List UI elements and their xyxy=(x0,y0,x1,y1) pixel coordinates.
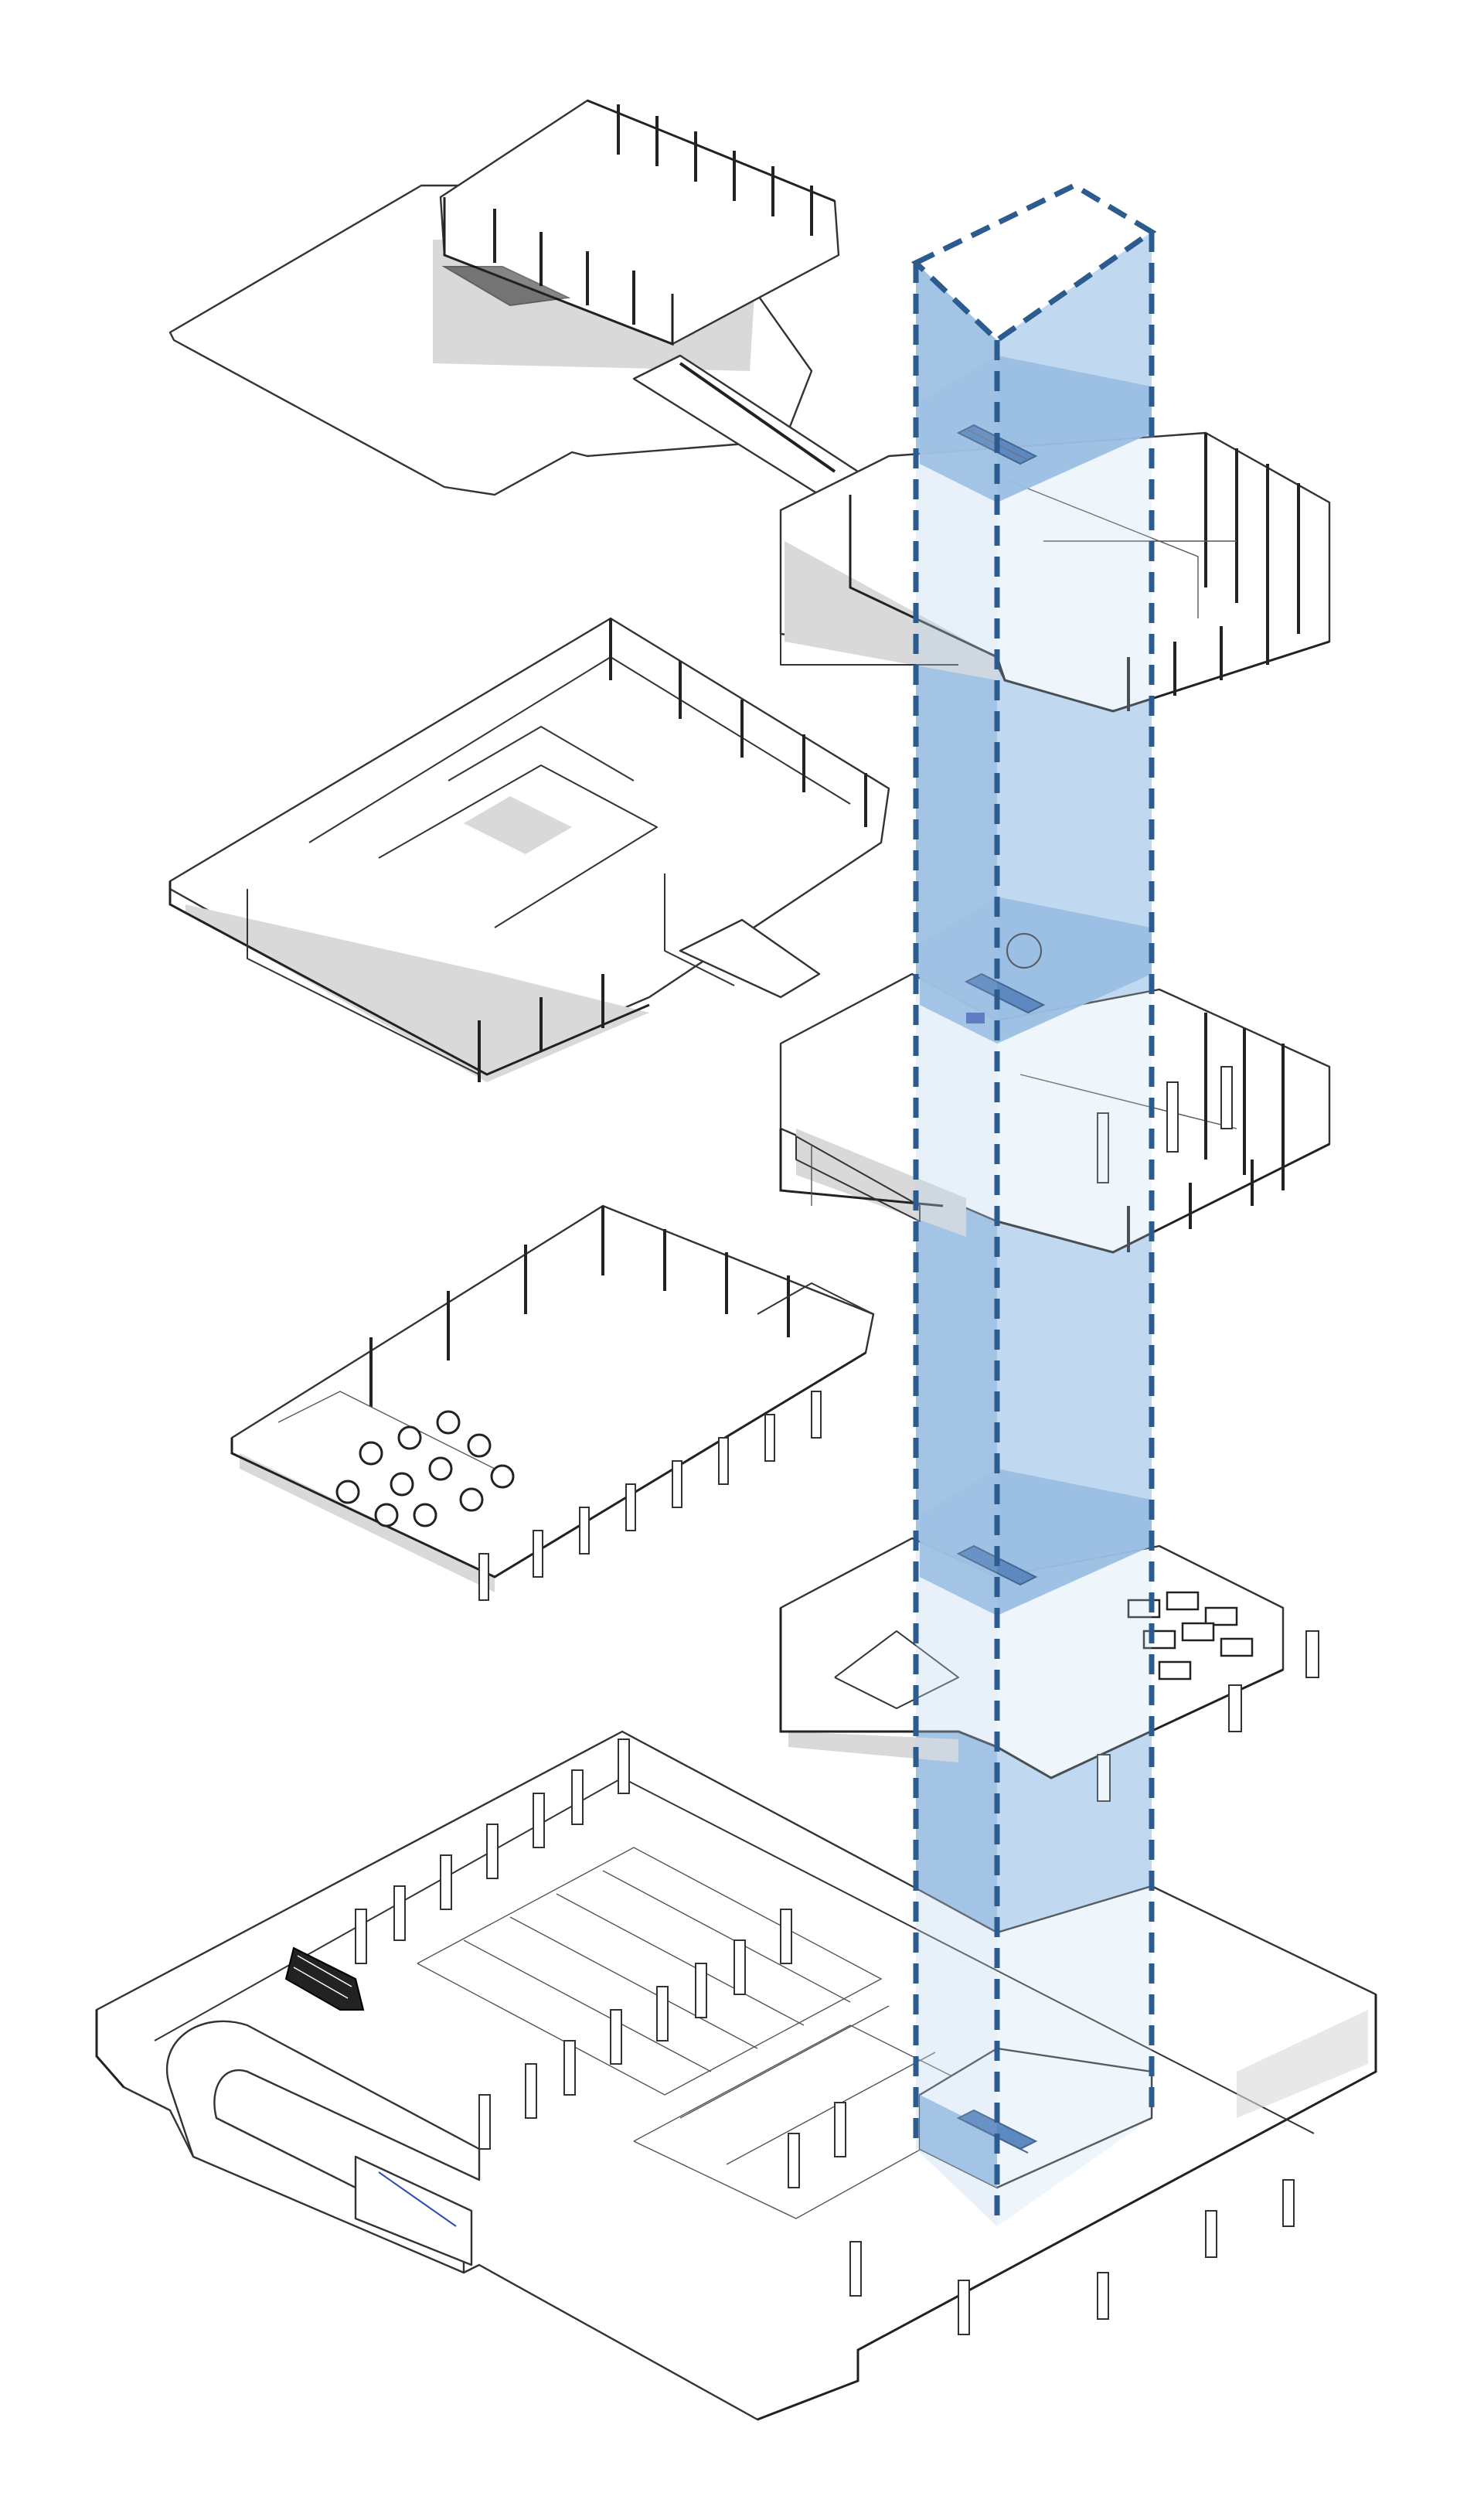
upper-connector xyxy=(679,918,821,999)
middle-dining-area xyxy=(335,1410,515,1527)
workstation-icon xyxy=(1220,1637,1254,1657)
middle-left-slab xyxy=(230,1204,875,1578)
upper-right-columns xyxy=(1097,1066,1233,1183)
level-lower xyxy=(779,1469,1319,1802)
basement-stair-icon xyxy=(284,1946,365,2011)
upper-external-stair xyxy=(795,1136,921,1222)
column-icon xyxy=(1305,1630,1319,1678)
top-core-room xyxy=(920,356,1152,502)
middle-exterior-columns xyxy=(478,1391,822,1601)
middle-mullions xyxy=(369,1206,790,1407)
circulation-core-front xyxy=(910,182,1157,2226)
level-basement-parking xyxy=(95,1730,1377,2421)
top-balcony-grate xyxy=(441,266,571,307)
table-chair-icon xyxy=(459,1487,484,1512)
table-chair-icon xyxy=(413,1503,437,1527)
upper-right-fins xyxy=(1127,1013,1285,1252)
workstation-icon xyxy=(1181,1622,1215,1642)
level-middle xyxy=(230,1204,875,1601)
table-chair-icon xyxy=(390,1472,414,1497)
level-upper xyxy=(168,617,1331,1254)
upper-left-mullions xyxy=(478,618,867,1082)
top-right-fins xyxy=(1127,433,1300,711)
table-chair-icon xyxy=(359,1441,383,1466)
lower-core-room xyxy=(920,1469,1152,1616)
column-icon xyxy=(1228,1684,1242,1732)
table-chair-icon xyxy=(490,1464,515,1489)
table-chair-icon xyxy=(467,1433,492,1458)
upper-core-stair xyxy=(964,933,1046,1023)
table-chair-icon xyxy=(397,1425,422,1450)
column-icon xyxy=(1097,1754,1111,1802)
level-top xyxy=(168,99,1331,713)
basement-columns xyxy=(355,1738,1295,2335)
table-chair-icon xyxy=(436,1410,461,1435)
workstation-icon xyxy=(1204,1606,1238,1626)
workstation-icon xyxy=(1166,1591,1200,1611)
table-chair-icon xyxy=(428,1456,453,1481)
top-fins xyxy=(493,104,813,325)
table-chair-icon xyxy=(374,1503,399,1527)
workstation-icon xyxy=(1158,1660,1192,1681)
table-chair-icon xyxy=(335,1480,360,1504)
upper-core-room xyxy=(920,897,1152,1044)
basement-ramp xyxy=(165,2020,481,2274)
